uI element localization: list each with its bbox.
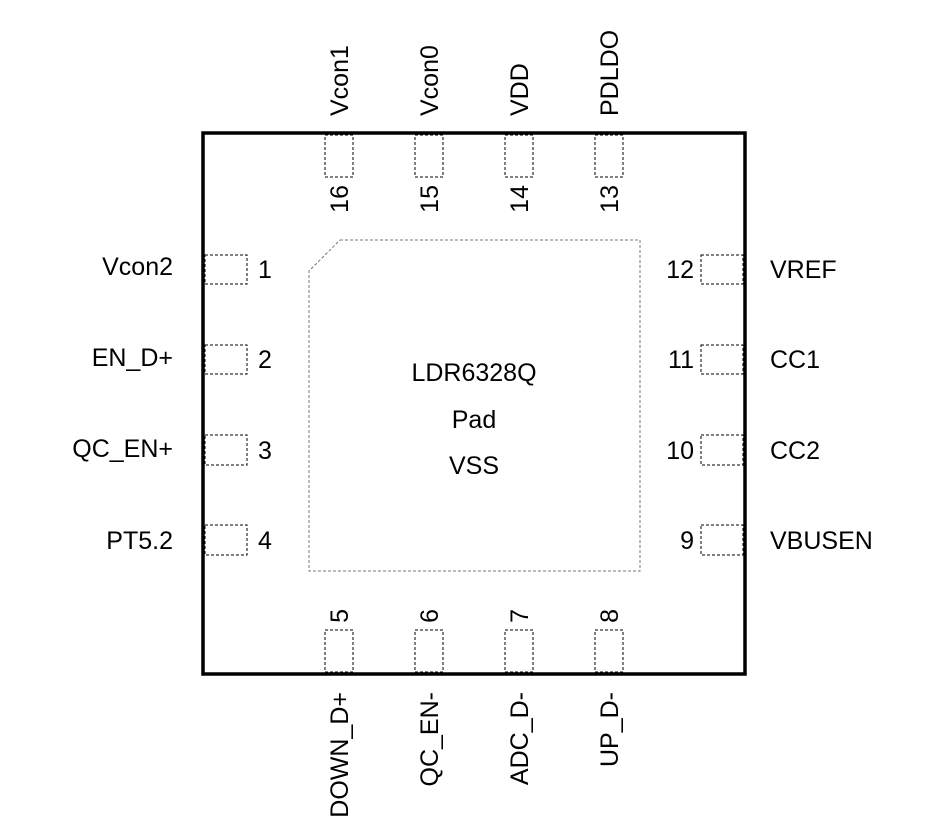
pin-pad [594,629,624,673]
pin-pad [700,524,744,556]
pin-pad [504,134,534,178]
pin-pad [204,524,248,556]
pin-pad [414,134,444,178]
top-pin-15: 15 Vcon0 [414,45,444,213]
right-pin-12: 12 VREF [666,254,837,285]
pin-number: 9 [680,527,694,555]
pin-number: 12 [666,256,694,284]
pin-name: QC_EN+ [72,435,173,463]
pin-name: Vcon1 [326,45,354,116]
top-pin-16: 16 Vcon1 [324,45,354,213]
right-pin-9: 9 VBUSEN [680,524,873,556]
part-number: LDR6328Q [411,359,536,387]
pin-pad [700,434,744,466]
right-pin-11: 11 CC1 [668,344,820,375]
pin-number: 16 [326,185,354,213]
top-pin-14: 14 VDD [504,63,534,213]
bottom-pin-8: 8 UP_D- [594,609,624,767]
pin-name: UP_D- [596,692,624,767]
pin-name: ADC_D- [506,692,534,785]
pin-pad [324,629,354,673]
top-pin-13: 13 PDLDO [594,30,624,213]
pin-name: Vcon2 [102,253,173,281]
left-pin-2: 2 EN_D+ [92,344,272,375]
pin-name: EN_D+ [92,344,173,372]
pin-number: 2 [258,346,272,374]
pin-pad [324,134,354,178]
pad-label: Pad [452,406,496,434]
pin-pad [700,344,744,375]
pin-number: 13 [596,185,624,213]
left-pin-1: 1 Vcon2 [102,253,272,285]
pin-number: 14 [506,185,534,213]
pin-number: 15 [416,185,444,213]
pin-number: 3 [258,437,272,465]
pin-name: Vcon0 [416,45,444,116]
pin-name: DOWN_D+ [326,692,354,818]
bottom-pin-6: 6 QC_EN- [414,609,444,786]
pin-name: VREF [770,256,837,284]
pin-name: CC1 [770,346,820,374]
pin-number: 1 [258,256,272,284]
pin-number: 5 [326,609,354,623]
pin-number: 8 [596,609,624,623]
pin-name: PDLDO [596,30,624,116]
pin-pad [594,134,624,178]
pin-number: 11 [668,346,694,374]
pin-name: CC2 [770,437,820,465]
exposed-pad [308,239,641,572]
pin-number: 4 [258,527,272,555]
left-pin-3: 3 QC_EN+ [72,434,272,466]
pin-number: 7 [506,609,534,623]
pin-name: QC_EN- [416,692,444,786]
package-outline [201,131,747,676]
pin-pad [204,344,248,375]
pin-pad [414,629,444,673]
pin-name: VBUSEN [770,527,873,555]
left-pin-4: 4 PT5.2 [106,524,272,556]
right-pin-10: 10 CC2 [666,434,820,466]
pin-pad [700,254,744,285]
bottom-pin-5: 5 DOWN_D+ [324,609,354,818]
pin-name: PT5.2 [106,527,173,555]
pin-pad [504,629,534,673]
pin-pad [204,254,248,285]
pad-net-label: VSS [449,452,499,480]
bottom-pin-7: 7 ADC_D- [504,609,534,785]
pin-pad [204,434,248,466]
pin-name: VDD [506,63,534,116]
pin-number: 6 [416,609,444,623]
pin-number: 10 [666,437,694,465]
